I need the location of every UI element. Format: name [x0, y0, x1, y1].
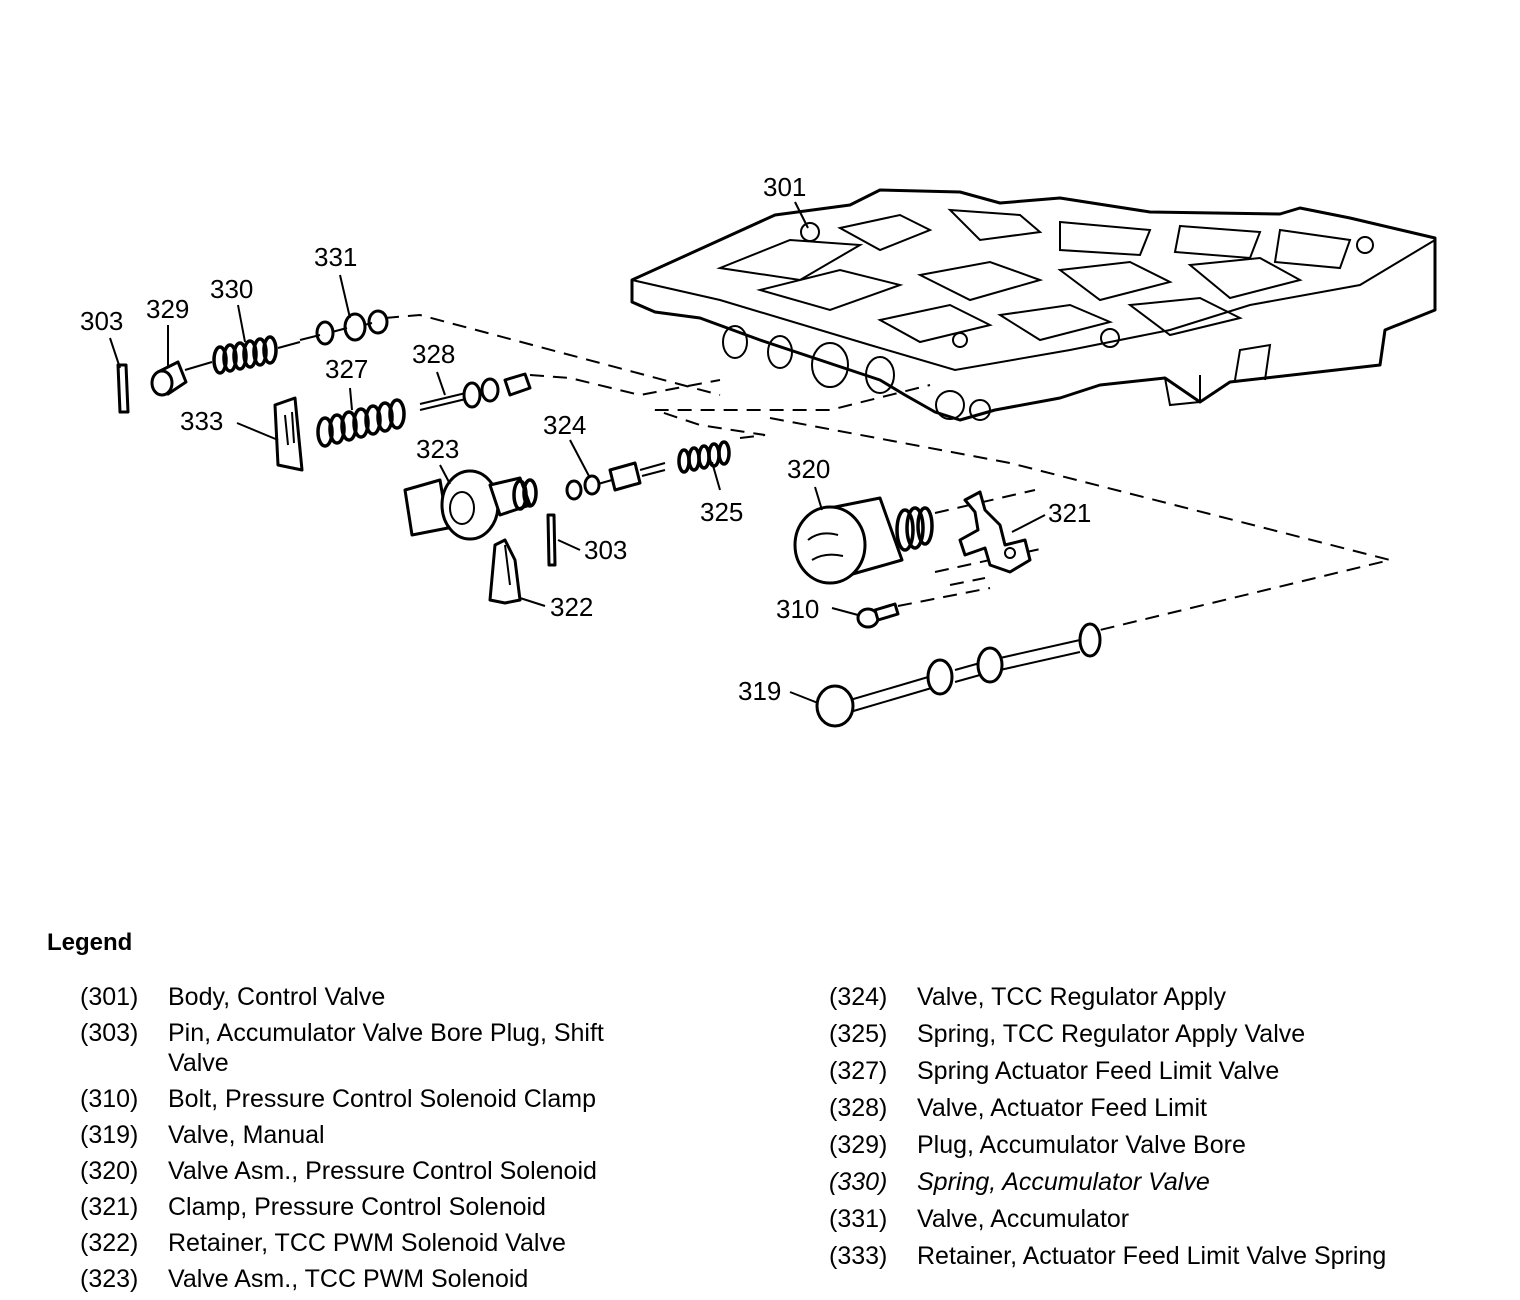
callout-327: 327 — [325, 354, 368, 384]
clamp-321 — [958, 490, 1032, 574]
legend-item-number: (331) — [829, 1205, 888, 1233]
legend-item-description: Spring Actuator Feed Limit Valve — [917, 1057, 1280, 1085]
solenoid-320 — [793, 496, 934, 585]
legend-item-number: (329) — [829, 1131, 888, 1159]
legend-item-description: Bolt, Pressure Control Solenoid Clamp — [168, 1085, 596, 1113]
callout-301: 301 — [763, 172, 806, 202]
legend-item: (320) Valve Asm., Pressure Control Solen… — [80, 1156, 780, 1186]
legend-item: (322) Retainer, TCC PWM Solenoid Valve — [80, 1228, 780, 1258]
valve-319 — [815, 622, 1102, 728]
legend-item: (333) Retainer, Actuator Feed Limit Valv… — [829, 1241, 1509, 1271]
callout-328: 328 — [412, 339, 455, 369]
legend-item-description: Valve Asm., TCC PWM Solenoid — [168, 1265, 529, 1293]
legend-right-column: (324) Valve, TCC Regulator Apply (325) S… — [829, 982, 1509, 1278]
spring-330 — [184, 335, 301, 375]
callout-303-left: 303 — [80, 306, 123, 336]
leader-lines — [109, 201, 1046, 704]
callout-322: 322 — [550, 592, 593, 622]
plug-329 — [150, 360, 188, 397]
legend-title: Legend — [47, 929, 133, 956]
exploded-view-diagram: 301 331 330 329 303 328 327 333 323 324 … — [80, 172, 1437, 728]
callout-333: 333 — [180, 406, 223, 436]
legend-item-number: (303) — [80, 1019, 139, 1047]
legend-item: (303) Pin, Accumulator Valve Bore Plug, … — [80, 1018, 780, 1078]
legend-item-description: Retainer, TCC PWM Solenoid Valve — [168, 1229, 566, 1257]
legend-item-number: (310) — [80, 1085, 139, 1113]
legend-item: (301) Body, Control Valve — [80, 982, 780, 1012]
legend-item: (319) Valve, Manual — [80, 1120, 780, 1150]
legend-item-number: (322) — [80, 1229, 139, 1257]
legend-item-description: Plug, Accumulator Valve Bore — [917, 1131, 1246, 1159]
solenoid-323 — [403, 469, 538, 541]
legend-item: (321) Clamp, Pressure Control Solenoid — [80, 1192, 780, 1222]
legend-item-description: Valve, Manual — [168, 1121, 325, 1149]
legend-item: (324) Valve, TCC Regulator Apply — [829, 982, 1509, 1012]
legend-item-description: Body, Control Valve — [168, 983, 386, 1011]
callout-321: 321 — [1048, 498, 1091, 528]
valve-324 — [565, 461, 666, 501]
valve-331 — [299, 309, 389, 346]
legend-item: (331) Valve, Accumulator — [829, 1204, 1509, 1234]
legend-item: (329) Plug, Accumulator Valve Bore — [829, 1130, 1509, 1160]
legend-item-number: (323) — [80, 1265, 139, 1293]
callout-330: 330 — [210, 274, 253, 304]
legend-item-number: (325) — [829, 1020, 888, 1048]
legend-item-description: Valve, TCC Regulator Apply — [917, 983, 1226, 1011]
legend-item-description: Clamp, Pressure Control Solenoid — [168, 1193, 546, 1221]
spring-325 — [677, 440, 731, 474]
callout-324: 324 — [543, 410, 586, 440]
legend-item-description: Spring, Accumulator Valve — [917, 1168, 1210, 1196]
legend-item: (328) Valve, Actuator Feed Limit — [829, 1093, 1509, 1123]
valve-328 — [419, 372, 532, 411]
legend-item-description: Spring, TCC Regulator Apply Valve — [917, 1020, 1306, 1048]
retainer-333 — [273, 396, 304, 472]
callout-320: 320 — [787, 454, 830, 484]
legend-item-description: Retainer, Actuator Feed Limit Valve Spri… — [917, 1242, 1387, 1270]
legend-item: (310) Bolt, Pressure Control Solenoid Cl… — [80, 1084, 780, 1114]
legend-item-description: Valve, Actuator Feed Limit — [917, 1094, 1207, 1122]
legend-item-description: Valve Asm., Pressure Control Solenoid — [168, 1157, 597, 1185]
callout-329: 329 — [146, 294, 189, 324]
legend-item-number: (321) — [80, 1193, 139, 1221]
legend-item-number: (333) — [829, 1242, 888, 1270]
legend-item: (330) Spring, Accumulator Valve — [829, 1167, 1509, 1197]
legend-item-description: Valve, Accumulator — [917, 1205, 1130, 1233]
callout-331: 331 — [314, 242, 357, 272]
legend-item-number: (301) — [80, 983, 139, 1011]
legend-item-description: Pin, Accumulator Valve Bore Plug, Shift … — [168, 1019, 604, 1077]
callout-319: 319 — [738, 676, 781, 706]
callout-323: 323 — [416, 434, 459, 464]
retainer-322 — [488, 538, 522, 605]
legend-item-number: (327) — [829, 1057, 888, 1085]
legend-item: (323) Valve Asm., TCC PWM Solenoid — [80, 1264, 780, 1294]
legend-item: (325) Spring, TCC Regulator Apply Valve — [829, 1019, 1509, 1049]
callout-310: 310 — [776, 594, 819, 624]
legend-item-number: (330) — [829, 1168, 888, 1196]
legend-left-column: (301) Body, Control Valve (303) Pin, Acc… — [80, 982, 780, 1300]
legend-item-number: (324) — [829, 983, 888, 1011]
spring-327 — [316, 398, 406, 448]
callout-325: 325 — [700, 497, 743, 527]
legend-item: (327) Spring Actuator Feed Limit Valve — [829, 1056, 1509, 1086]
legend-item-number: (319) — [80, 1121, 139, 1149]
bolt-310 — [856, 602, 900, 629]
control-valve-body — [630, 188, 1437, 422]
callout-303-middle: 303 — [584, 535, 627, 565]
legend-item-number: (328) — [829, 1094, 888, 1122]
legend-item-number: (320) — [80, 1157, 139, 1185]
pin-303-left — [116, 363, 130, 414]
pin-303-middle — [546, 513, 557, 567]
